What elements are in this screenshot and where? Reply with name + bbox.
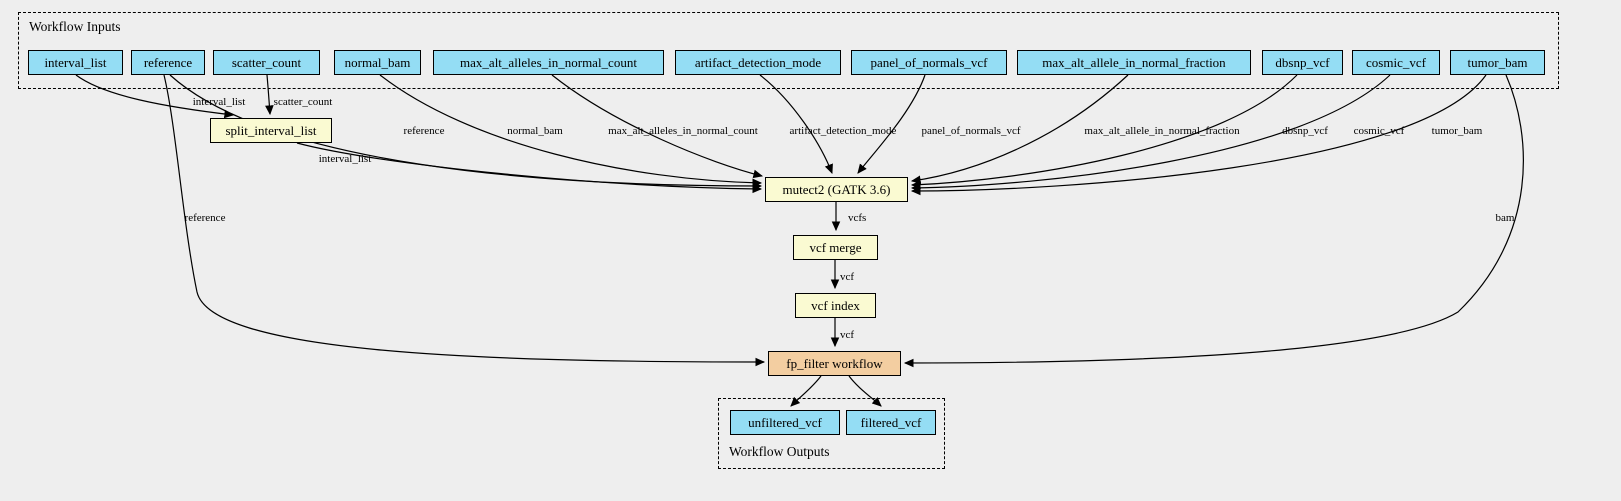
step-node-vcf-index: vcf index — [795, 293, 876, 318]
edge-label-vcfs: vcfs — [848, 212, 866, 224]
edge-interval-list-to-split-interval-list — [75, 74, 235, 119]
edge-normal-bam-to-mutect2 — [379, 74, 763, 188]
edge-label-scatter-count: scatter_count — [274, 96, 333, 108]
edge-cosmic-to-mutect2 — [910, 74, 1391, 193]
edge-split-interval-list-to-mutect2 — [296, 142, 763, 194]
input-node-max-alt-allele-in-normal-fraction: max_alt_allele_in_normal_fraction — [1017, 50, 1251, 75]
edge-label-max-alt-allele-fraction: max_alt_allele_in_normal_fraction — [1084, 125, 1240, 137]
edge-reference-to-mutect2 — [169, 74, 763, 191]
edge-max-alt-allele-fraction-to-mutect2 — [910, 74, 1129, 185]
output-node-filtered-vcf: filtered_vcf — [846, 410, 936, 435]
edge-label-panel-of-normals: panel_of_normals_vcf — [922, 125, 1021, 137]
edge-label-cosmic-vcf: cosmic_vcf — [1354, 125, 1405, 137]
edge-dbsnp-to-mutect2 — [910, 74, 1298, 189]
edge-fp-filter-to-unfiltered-vcf — [790, 375, 822, 407]
edge-label-vcf-1: vcf — [840, 271, 854, 283]
step-node-split-interval-list: split_interval_list — [210, 118, 332, 143]
edge-label-tumor-bam: tumor_bam — [1432, 125, 1483, 137]
workflow-outputs-label: Workflow Outputs — [729, 444, 830, 459]
input-node-tumor-bam: tumor_bam — [1450, 50, 1545, 75]
edge-label-dbsnp-vcf: dbsnp_vcf — [1282, 125, 1328, 137]
step-node-vcf-merge: vcf merge — [793, 235, 878, 260]
edge-fp-filter-to-filtered-vcf — [848, 375, 882, 407]
edge-scatter-count-to-split-interval-list — [265, 74, 274, 116]
output-node-unfiltered-vcf: unfiltered_vcf — [730, 410, 840, 435]
edge-label-max-alt-alleles: max_alt_alleles_in_normal_count — [608, 125, 758, 137]
step-node-mutect2: mutect2 (GATK 3.6) — [765, 177, 908, 202]
input-node-artifact-detection-mode: artifact_detection_mode — [675, 50, 841, 75]
edge-tumor-bam-to-mutect2 — [910, 74, 1487, 196]
edge-label-reference-to-mutect2: reference — [404, 125, 445, 137]
edge-label-artifact-detection-mode: artifact_detection_mode — [790, 125, 897, 137]
edge-label-normal-bam: normal_bam — [507, 125, 563, 137]
input-node-dbsnp-vcf: dbsnp_vcf — [1262, 50, 1343, 75]
workflow-outputs-group: Workflow Outputs — [718, 398, 945, 469]
edge-panel-of-normals-to-mutect2 — [857, 74, 926, 174]
input-node-reference: reference — [131, 50, 205, 75]
input-node-cosmic-vcf: cosmic_vcf — [1352, 50, 1440, 75]
edge-label-interval-list-to-mutect2: interval_list — [319, 153, 372, 165]
workflow-inputs-label: Workflow Inputs — [29, 19, 121, 34]
edge-reference-to-fp-filter — [163, 74, 766, 367]
edge-label-vcf-2: vcf — [840, 329, 854, 341]
input-node-panel-of-normals-vcf: panel_of_normals_vcf — [851, 50, 1007, 75]
input-node-scatter-count: scatter_count — [213, 50, 320, 75]
input-node-interval-list: interval_list — [28, 50, 123, 75]
input-node-normal-bam: normal_bam — [334, 50, 421, 75]
edge-artifact-detection-mode-to-mutect2 — [759, 74, 833, 175]
input-node-max-alt-alleles-in-normal-count: max_alt_alleles_in_normal_count — [433, 50, 664, 75]
edge-label-reference-to-fp-filter: reference — [185, 212, 226, 224]
workflow-inputs-group: Workflow Inputs — [18, 12, 1559, 89]
edge-max-alt-alleles-to-mutect2 — [551, 74, 764, 179]
edge-label-bam: bam — [1496, 212, 1515, 224]
edge-label-interval-list-to-split: interval_list — [193, 96, 246, 108]
edge-tumor-bam-to-fp-filter — [903, 74, 1524, 368]
step-node-fp-filter-workflow: fp_filter workflow — [768, 351, 901, 376]
